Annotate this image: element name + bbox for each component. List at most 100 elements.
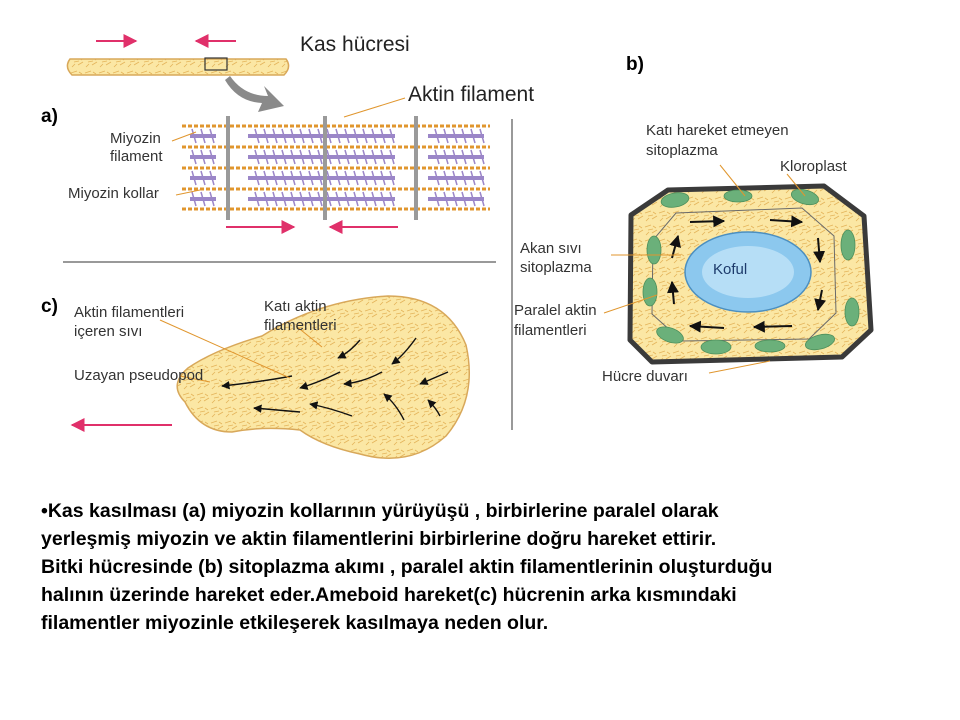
myosin-head: [326, 191, 332, 207]
myosin-head: [209, 191, 215, 207]
myosin-head: [344, 149, 350, 165]
myosin-head: [317, 170, 323, 186]
myosin-head: [434, 128, 440, 144]
chloroplast: [700, 339, 732, 355]
myosin-head: [344, 191, 350, 207]
myosin-head: [290, 170, 296, 186]
zoom-arrow: [225, 76, 284, 112]
myosin-head: [308, 191, 314, 207]
caption-line-5: filamentler miyozinle etkileşerek kasılm…: [41, 612, 549, 634]
label-miyozin-filament-1: Miyozin: [110, 130, 161, 147]
myosin-head: [479, 191, 485, 207]
panel-c-tag: c): [41, 296, 58, 317]
myosin-head: [353, 191, 359, 207]
myosin-head: [299, 128, 305, 144]
myosin-head: [389, 128, 395, 144]
myosin-head: [200, 191, 206, 207]
label-miyozin-kollar: Miyozin kollar: [68, 185, 159, 202]
myosin-head: [263, 170, 269, 186]
myosin-head: [254, 191, 260, 207]
panel-a-tag: a): [41, 106, 58, 127]
actin-filaments: [182, 124, 490, 211]
myosin-head: [380, 191, 386, 207]
label-miyozin-filament-2: filament: [110, 148, 163, 165]
myosin-head: [461, 128, 467, 144]
myosin-head: [470, 191, 476, 207]
myosin-head: [380, 149, 386, 165]
myosin-head: [335, 149, 341, 165]
myosin-head: [479, 149, 485, 165]
chloroplast: [723, 189, 753, 203]
label-kati-aktin-2: filamentleri: [264, 317, 337, 334]
myosin-head: [470, 170, 476, 186]
chloroplast: [754, 339, 786, 353]
myosin-head: [452, 128, 458, 144]
myosin-head: [200, 128, 206, 144]
panel-c-leaders: [159, 319, 323, 383]
myosin-head: [191, 170, 197, 186]
caption-line-4: halının üzerinde hareket eder.Ameboid ha…: [41, 584, 737, 606]
myosin-head: [308, 128, 314, 144]
chloroplast: [840, 229, 856, 261]
myosin-head: [479, 128, 485, 144]
myosin-head: [353, 170, 359, 186]
myosin-head: [209, 170, 215, 186]
myosin-head: [371, 149, 377, 165]
myosin-head: [362, 170, 368, 186]
myosin-head: [281, 170, 287, 186]
myosin-head: [389, 149, 395, 165]
myosin-head: [470, 128, 476, 144]
label-aktin-filament: Aktin filament: [408, 83, 535, 106]
myosin-head: [452, 149, 458, 165]
myosin-head: [326, 149, 332, 165]
myosin-head: [461, 191, 467, 207]
myosin-head: [371, 191, 377, 207]
myosin-head: [362, 149, 368, 165]
myosin-head: [317, 191, 323, 207]
myosin-head: [281, 128, 287, 144]
myosin-head: [317, 128, 323, 144]
myosin-head: [254, 170, 260, 186]
chloroplasts: [642, 188, 860, 355]
label-hucre-duvari: Hücre duvarı: [602, 368, 688, 385]
myosin-head: [299, 170, 305, 186]
myosin-head: [434, 149, 440, 165]
myosin-head: [326, 170, 332, 186]
myosin-head: [479, 170, 485, 186]
myosin-head: [452, 191, 458, 207]
myosin-head: [362, 128, 368, 144]
myosin-head: [209, 149, 215, 165]
myosin-head: [434, 170, 440, 186]
label-akan-sitoplazma-1: Akan sıvı: [520, 240, 582, 257]
myosin-head: [344, 128, 350, 144]
myosin-head: [191, 128, 197, 144]
myosin-head: [254, 128, 260, 144]
myosin-head: [443, 149, 449, 165]
myosin-head: [281, 191, 287, 207]
myosin-head: [308, 149, 314, 165]
myosin-head: [443, 170, 449, 186]
myosin-head: [191, 149, 197, 165]
myosin-head: [272, 149, 278, 165]
myosin-head: [200, 149, 206, 165]
label-paralel-aktin-1: Paralel aktin: [514, 302, 597, 319]
myosin-head: [434, 191, 440, 207]
myosin-head: [443, 191, 449, 207]
myosin-head: [263, 191, 269, 207]
myosin-head: [299, 149, 305, 165]
sarcomere: [182, 116, 490, 220]
label-paralel-aktin-2: filamentleri: [514, 322, 587, 339]
label-kati-aktin-1: Katı aktin: [264, 298, 327, 315]
myosin-head: [344, 170, 350, 186]
myosin-filaments: [190, 128, 485, 207]
myosin-head: [290, 149, 296, 165]
label-koful: Koful: [713, 261, 748, 278]
myosin-head: [272, 128, 278, 144]
plant-cell: [627, 183, 874, 365]
myosin-head: [371, 170, 377, 186]
myosin-head: [290, 191, 296, 207]
myosin-head: [380, 170, 386, 186]
myosin-head: [353, 149, 359, 165]
myosin-head: [335, 128, 341, 144]
